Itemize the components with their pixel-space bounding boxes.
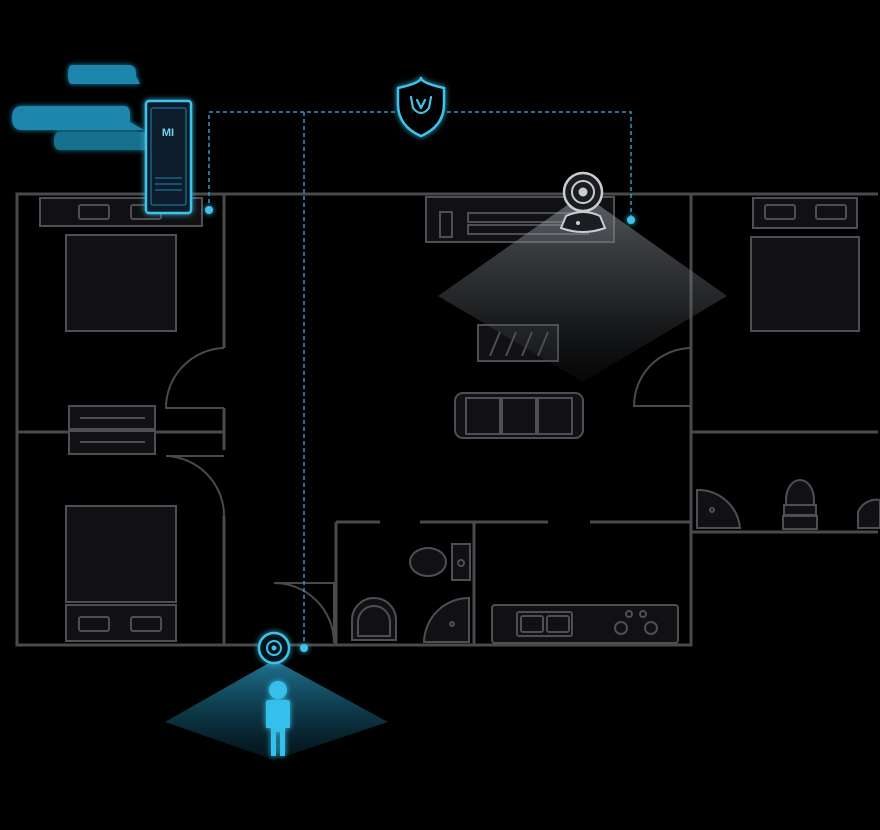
mijia-shield-icon[interactable]: [396, 76, 446, 138]
bed-bedroom2: [65, 505, 177, 642]
camera-field-of-view: [438, 194, 727, 382]
furniture: [39, 196, 880, 644]
doors: [164, 347, 692, 644]
camera-link-dot: [627, 216, 635, 224]
motion-sensor-icon[interactable]: [257, 631, 291, 665]
bedroom1-door: [164, 347, 225, 409]
bedroom2-door: [165, 455, 225, 517]
shower-wc: [422, 596, 470, 643]
link-endpoints: [205, 206, 635, 652]
voice-bubbles: [12, 65, 146, 150]
voice-bubble-small: [68, 65, 140, 84]
voice-bubble-tail: [54, 132, 146, 150]
basin-wc: [351, 597, 397, 641]
hub-link-dot: [205, 206, 213, 214]
hub-logo: MI: [162, 127, 174, 139]
entrance-door: [273, 582, 335, 644]
bed-bedroom1: [39, 197, 203, 332]
home-camera-icon[interactable]: [559, 171, 607, 233]
shelf: [68, 405, 156, 455]
toilet-wc: [409, 543, 471, 581]
bed-bedroom3: [750, 197, 860, 332]
walls: [15, 192, 878, 647]
living-right-door: [632, 347, 692, 407]
basin-bathroom: [857, 498, 880, 529]
person-icon: [266, 681, 290, 756]
toilet-bathroom: [782, 479, 818, 530]
sofa: [454, 392, 584, 439]
sensor-link-dot: [300, 644, 308, 652]
voice-bubble-large: [12, 106, 144, 130]
shower-bathroom: [696, 488, 742, 529]
kitchen-counter: [491, 604, 679, 644]
mi-gateway-icon[interactable]: MI: [144, 99, 193, 215]
